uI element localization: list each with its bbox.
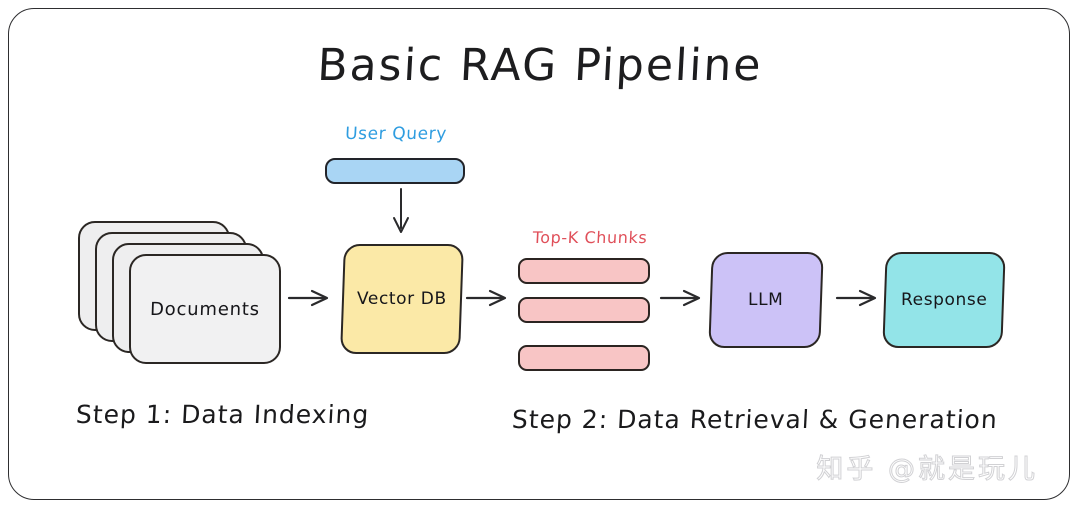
- documents-node: Documents: [127, 254, 283, 364]
- vector-db-label: Vector DB: [357, 289, 447, 309]
- arrow-vector-db-to-chunks: [465, 288, 512, 308]
- response-node: Response: [882, 252, 1006, 348]
- step-1-caption: Step 1: Data Indexing: [75, 400, 371, 429]
- diagram-frame: [8, 8, 1070, 500]
- chunk-bar: [518, 345, 650, 371]
- document-card: [129, 254, 281, 364]
- watermark: 知乎 @就是玩儿: [816, 454, 1038, 486]
- arrow-llm-to-response: [835, 288, 882, 308]
- step-2-caption: Step 2: Data Retrieval & Generation: [511, 405, 999, 434]
- top-k-chunks-label: Top-K Chunks: [532, 228, 648, 247]
- chunk-bar: [518, 297, 650, 323]
- vector-db-node: Vector DB: [340, 244, 464, 354]
- response-label: Response: [900, 290, 988, 310]
- llm-label: LLM: [748, 290, 784, 310]
- user-query-label: User Query: [344, 124, 448, 144]
- arrow-user-query-to-vector-db: [390, 188, 412, 240]
- page-title: Basic RAG Pipeline: [316, 40, 764, 91]
- documents-label: Documents: [149, 298, 261, 320]
- user-query-bar: [325, 158, 465, 184]
- arrow-documents-to-vector-db: [287, 288, 334, 308]
- chunk-bar: [518, 258, 650, 284]
- llm-node: LLM: [708, 252, 824, 348]
- arrow-chunks-to-llm: [659, 288, 706, 308]
